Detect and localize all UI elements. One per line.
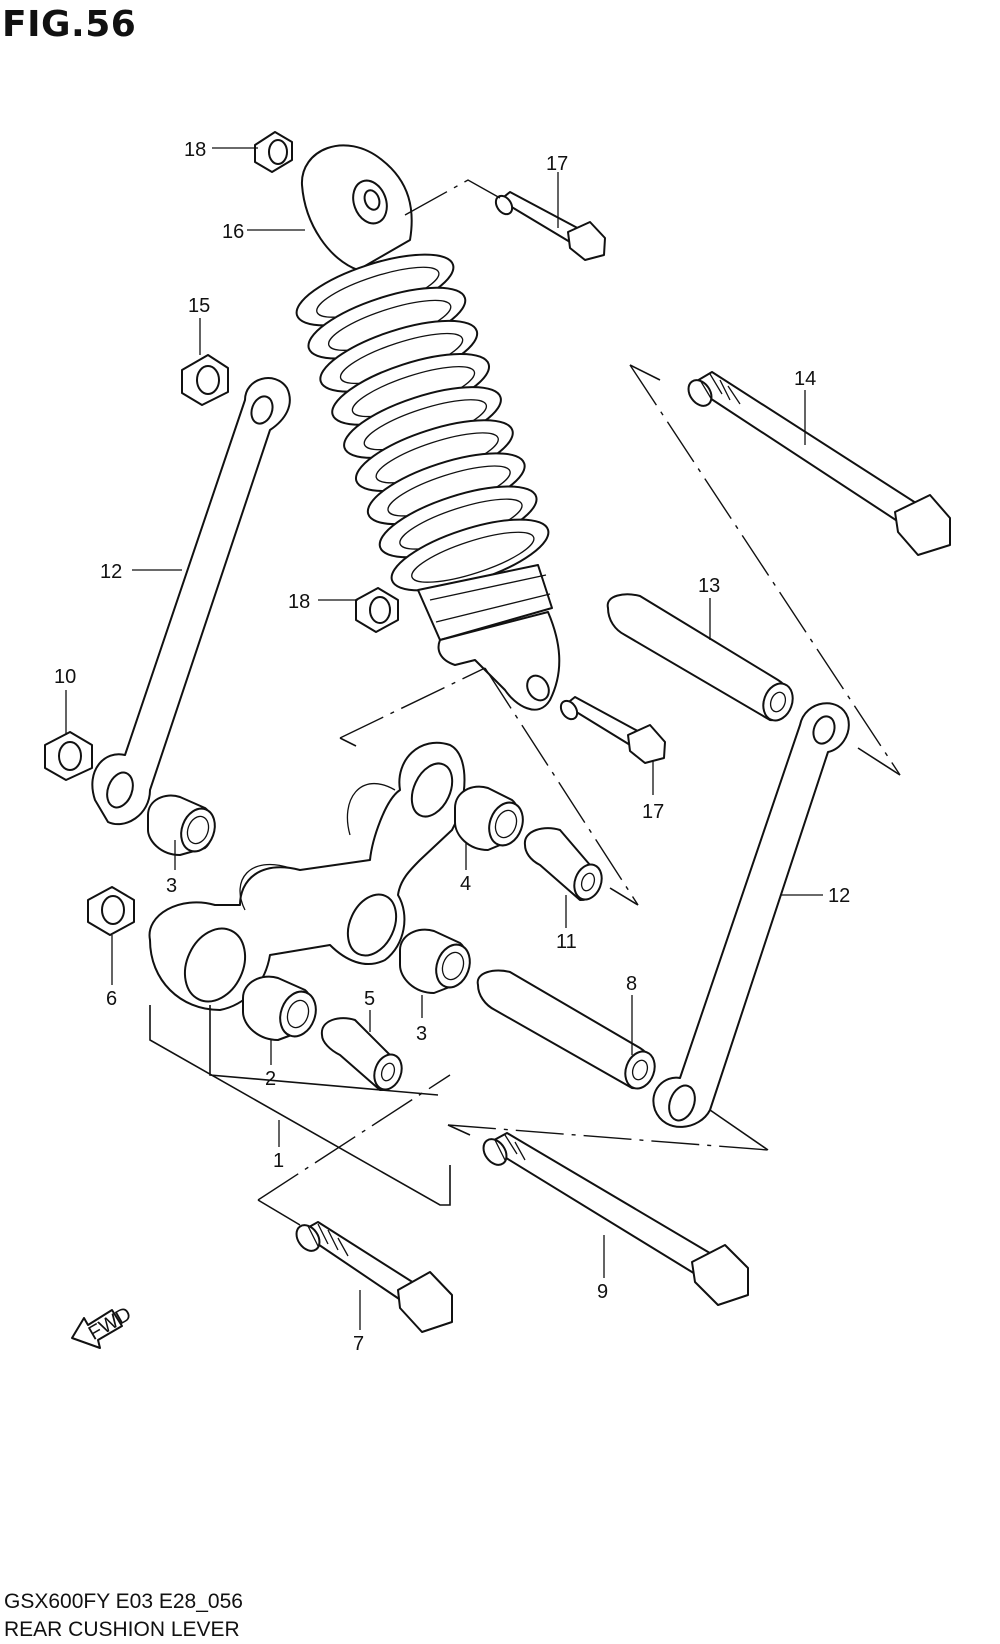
cushion-lever[interactable] (148, 741, 466, 1012)
assembly-lines (149, 179, 901, 1226)
leader-lines (65, 147, 823, 1330)
spring-coil-inner (411, 531, 535, 583)
callout-12-right: 12 (828, 885, 850, 907)
callout-18-top: 18 (184, 139, 206, 161)
callout-17-bottom: 17 (642, 801, 664, 823)
nut-18-middle[interactable] (355, 587, 399, 633)
rear-shock-absorber[interactable] (289, 144, 561, 711)
callout-14: 14 (794, 368, 816, 390)
callout-17-top: 17 (546, 153, 568, 175)
section-name: REAR CUSHION LEVER (4, 1618, 240, 1641)
bolt-shock-top[interactable] (493, 191, 606, 261)
callout-12-left: 12 (100, 561, 122, 583)
cushion-rod-left[interactable] (91, 377, 291, 826)
bolt-long-upper[interactable] (684, 371, 951, 556)
bolt-front-lower[interactable] (292, 1221, 453, 1333)
callout-5: 5 (364, 988, 375, 1010)
callout-3-upper: 3 (166, 875, 177, 897)
callout-13: 13 (698, 575, 720, 597)
bushing-2[interactable] (242, 975, 322, 1042)
callout-3-lower: 3 (416, 1023, 427, 1045)
model-code: GSX600FY E03 E28_056 (4, 1590, 243, 1613)
callout-16: 16 (222, 221, 244, 243)
spacer-5[interactable] (320, 1017, 407, 1093)
callout-18-middle: 18 (288, 591, 310, 613)
nut-7[interactable] (87, 886, 135, 936)
callout-6: 7 (353, 1333, 364, 1355)
callout-11: 11 (556, 931, 577, 953)
fwd-direction-arrow: FWD (71, 1303, 135, 1349)
spacer-13[interactable] (606, 593, 798, 724)
nut-15[interactable] (181, 354, 229, 406)
callout-4: 4 (460, 873, 471, 895)
callout-15: 15 (188, 295, 210, 317)
spacer-8[interactable] (476, 969, 660, 1093)
bolt-shock-bottom[interactable] (558, 696, 666, 764)
callout-7: 6 (106, 988, 117, 1010)
callout-1: 1 (273, 1150, 284, 1172)
callout-labels: 18 16 17 15 14 12 18 13 10 17 3 4 12 11 … (54, 139, 850, 1355)
cushion-rod-right[interactable] (652, 702, 850, 1128)
spacer-11[interactable] (523, 827, 606, 903)
callout-9: 9 (597, 1281, 608, 1303)
nut-18-top[interactable] (254, 131, 293, 173)
fwd-arrow-label: FWD (85, 1303, 135, 1345)
bushing-3-lower[interactable] (399, 928, 476, 994)
figure-title: FIG.56 (2, 4, 137, 45)
bushing-3-upper[interactable] (147, 794, 221, 857)
bolt-long-lower[interactable] (479, 1132, 749, 1306)
callout-2: 2 (265, 1068, 276, 1090)
bushing-4[interactable] (454, 785, 529, 851)
callout-8: 8 (626, 973, 637, 995)
diagram-footer: GSX600FY E03 E28_056 REAR CUSHION LEVER (4, 1588, 243, 1644)
nut-10[interactable] (44, 731, 93, 781)
callout-10: 10 (54, 666, 76, 688)
